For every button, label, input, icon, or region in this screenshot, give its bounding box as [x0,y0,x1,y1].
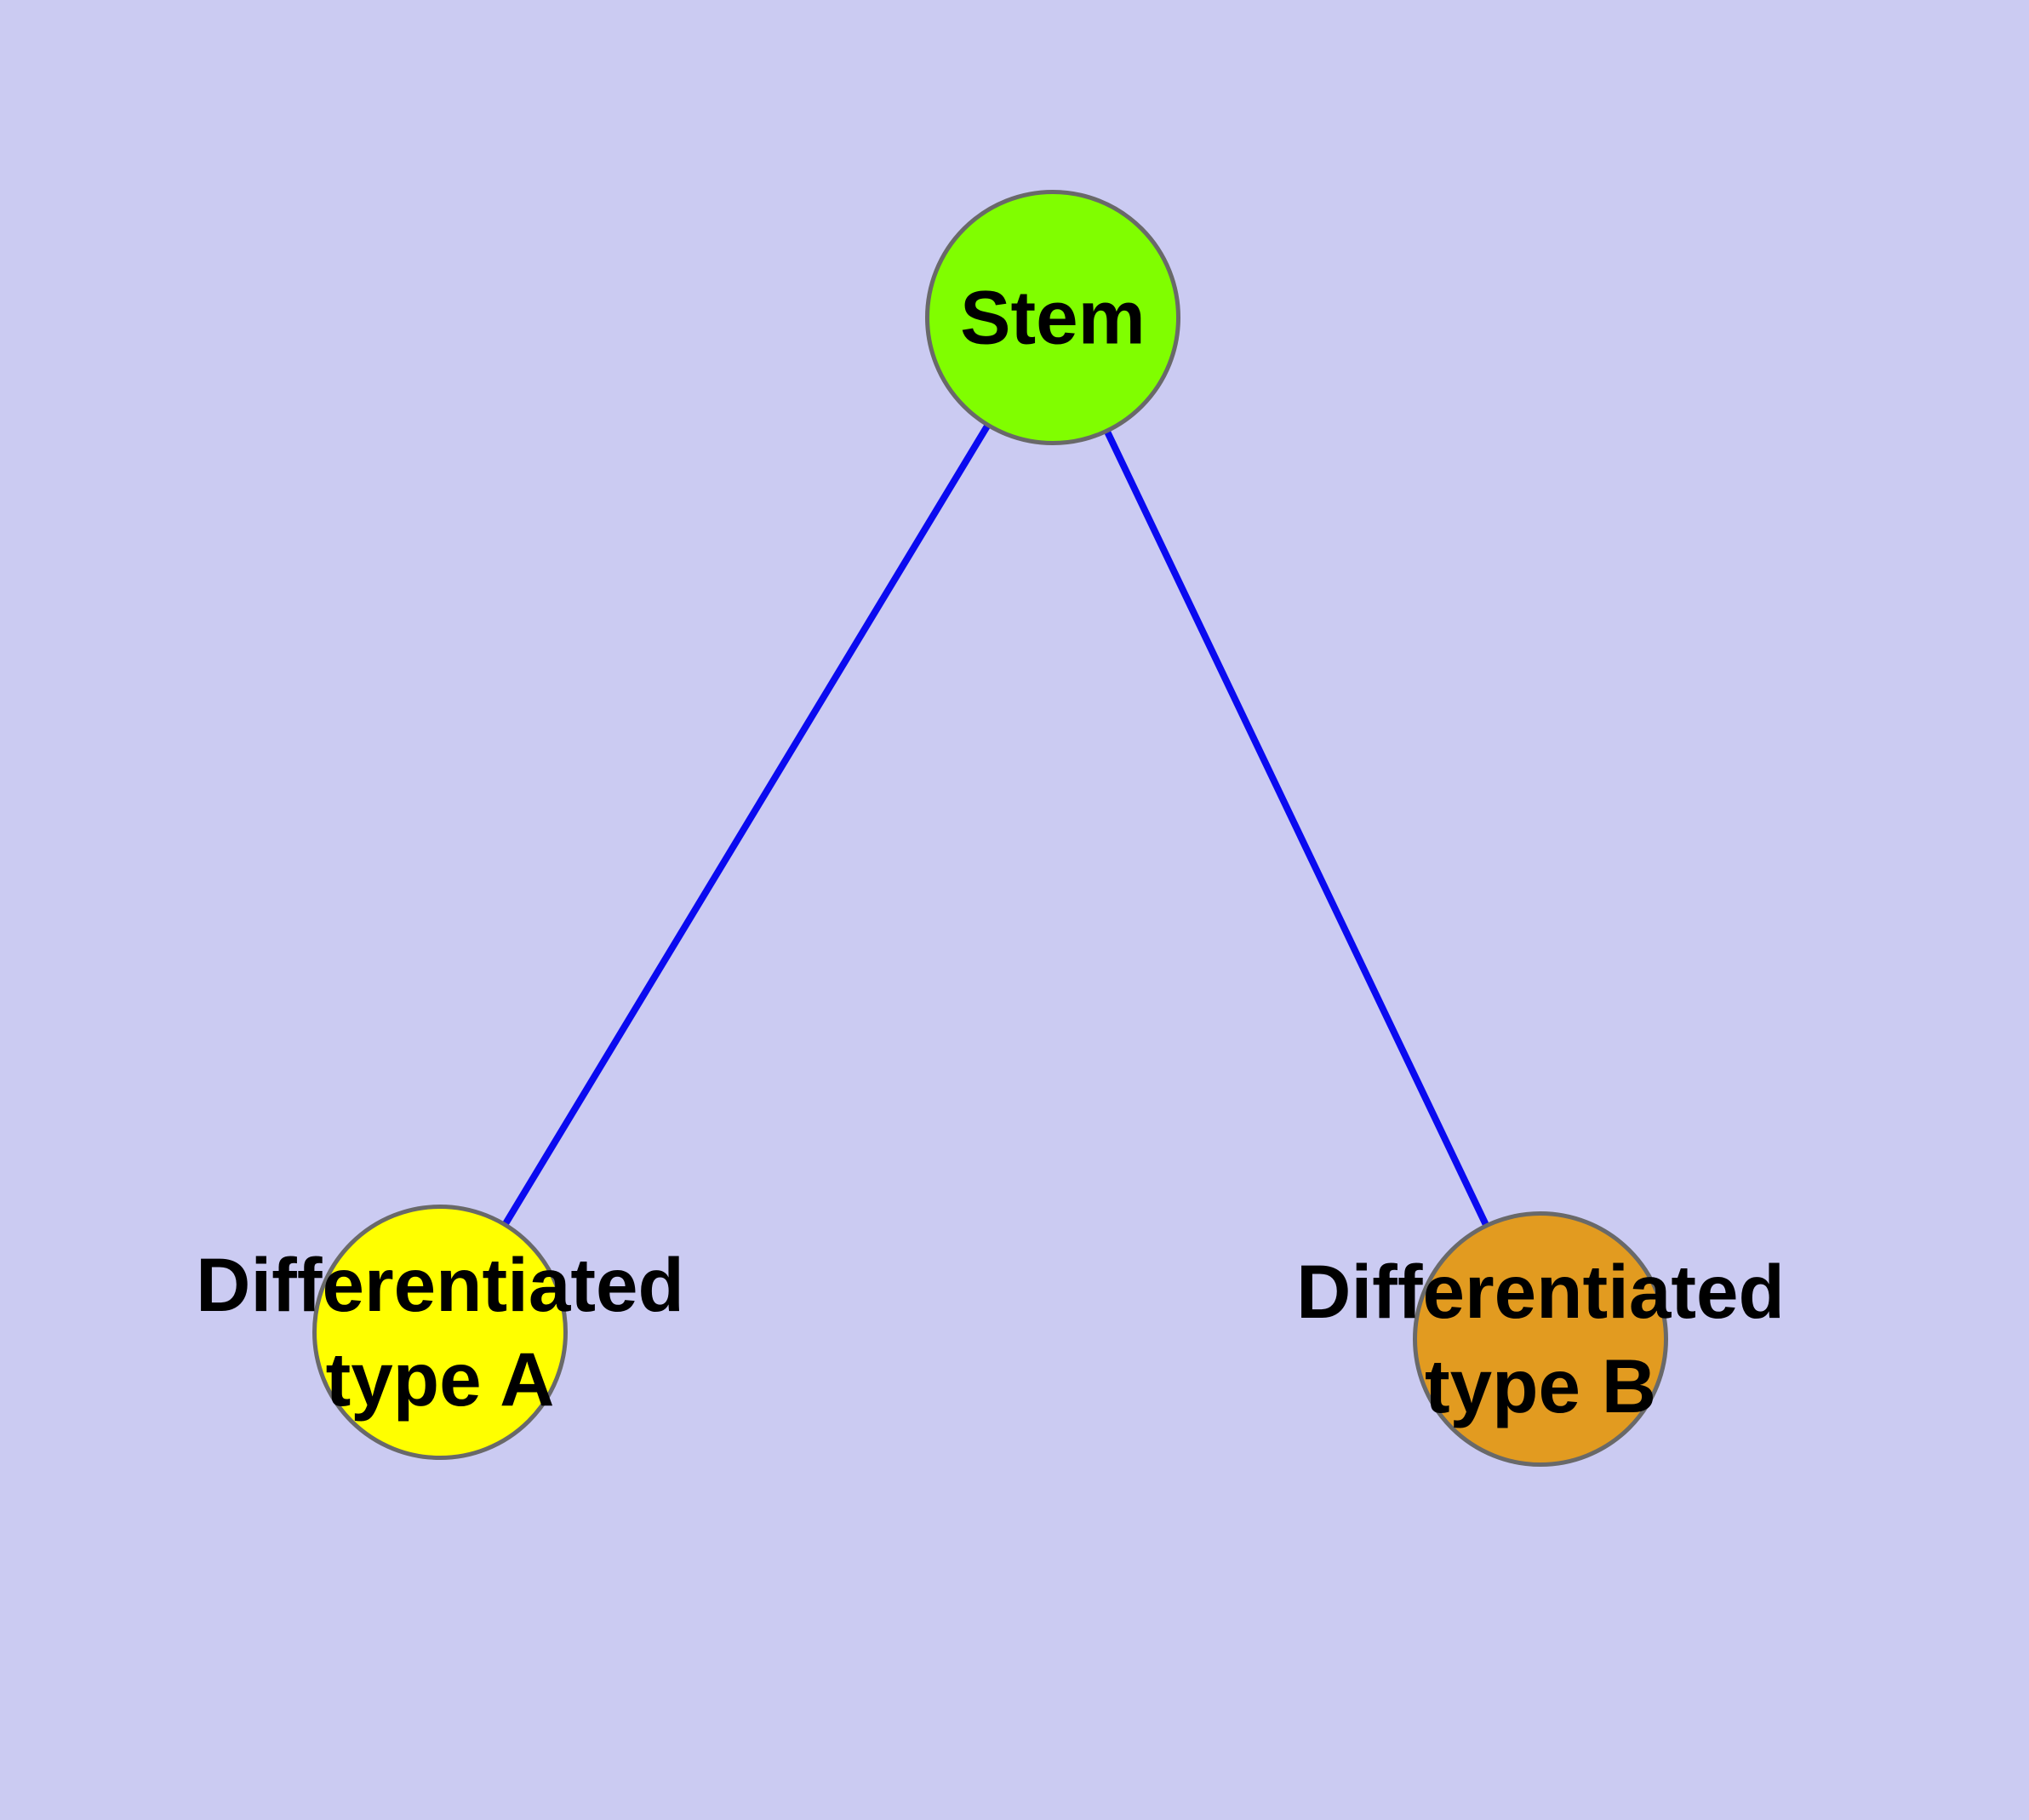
node-stem: Stem [925,190,1180,445]
node-label-stem: Stem [960,274,1146,360]
node-label-differentiated-type-a: Differentiated type A [196,1241,684,1422]
node-label-differentiated-type-b: Differentiated type B [1296,1248,1785,1428]
node-differentiated-type-a: Differentiated type A [196,1205,684,1460]
node-differentiated-type-b: Differentiated type B [1296,1211,1785,1467]
edge-stem-to-type-b [1049,316,1544,1341]
edge-stem-to-type-a [437,315,1056,1335]
